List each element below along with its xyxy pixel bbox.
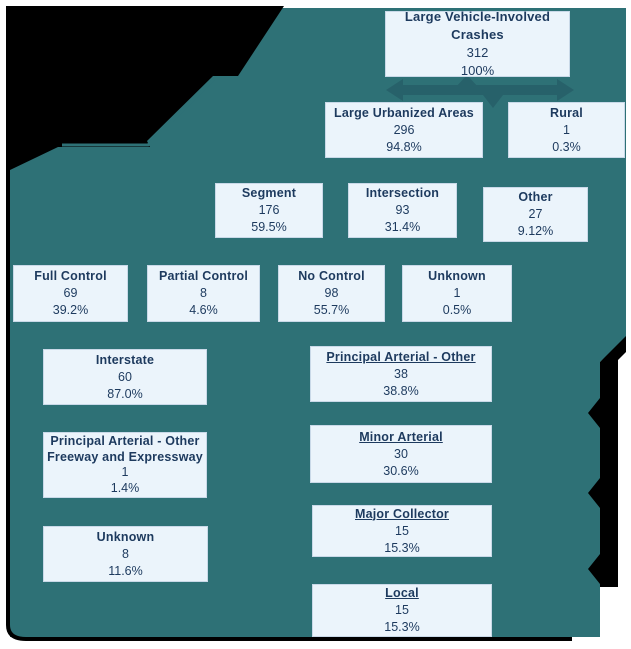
node-value: 15 bbox=[395, 603, 409, 617]
node-pct: 0.3% bbox=[552, 139, 581, 154]
node-partial-control: Partial Control 8 4.6% bbox=[147, 265, 260, 322]
node-label: Intersection bbox=[365, 186, 440, 200]
node-value: 98 bbox=[324, 286, 339, 300]
double-arrow bbox=[386, 79, 574, 101]
node-value: 15 bbox=[395, 523, 409, 538]
node-pct: 11.6% bbox=[108, 563, 143, 578]
black-right-band bbox=[588, 336, 626, 587]
node-label: Principal Arterial - Other bbox=[326, 349, 476, 364]
node-label: No Control bbox=[298, 269, 365, 283]
node-principal-arterial-other: Principal Arterial - Other 38 38.8% bbox=[310, 346, 492, 402]
node-label: Major Collector bbox=[355, 506, 449, 521]
node-pct: 55.7% bbox=[313, 303, 350, 317]
node-value: 1 bbox=[563, 122, 570, 137]
node-value: 176 bbox=[258, 203, 280, 217]
node-label: Minor Arterial bbox=[359, 429, 443, 444]
node-value: 1 bbox=[453, 286, 461, 300]
node-pct: 9.12% bbox=[517, 224, 554, 238]
node-pct: 1.4% bbox=[110, 480, 140, 495]
node-value: 1 bbox=[121, 465, 129, 479]
node-label: Principal Arterial - Other Freeway and E… bbox=[47, 434, 203, 464]
arrow-up-notch bbox=[455, 75, 479, 88]
node-value: 296 bbox=[393, 122, 415, 137]
node-large-urbanized-areas: Large Urbanized Areas 296 94.8% bbox=[325, 102, 483, 158]
node-pct: 87.0% bbox=[107, 386, 143, 401]
node-value: 38 bbox=[394, 366, 408, 381]
node-local: Local 15 15.3% bbox=[312, 584, 492, 637]
node-rural: Rural 1 0.3% bbox=[508, 102, 625, 158]
node-label: Segment bbox=[241, 186, 297, 200]
node-value: 60 bbox=[118, 369, 132, 384]
node-pct: 30.6% bbox=[383, 463, 419, 478]
node-value: 93 bbox=[395, 203, 410, 217]
black-topleft-wedge bbox=[6, 6, 284, 170]
node-pct: 4.6% bbox=[189, 303, 218, 317]
node-large-vehicle-involved-crashes: Large Vehicle-Involved Crashes 312 100% bbox=[385, 9, 570, 78]
node-label: Partial Control bbox=[158, 269, 249, 283]
node-pct: 94.8% bbox=[386, 139, 422, 154]
node-minor-arterial: Minor Arterial 30 30.6% bbox=[310, 425, 492, 483]
node-value: 69 bbox=[63, 286, 78, 300]
node-interstate: Interstate 60 87.0% bbox=[43, 349, 207, 405]
node-pct: 100% bbox=[460, 63, 495, 78]
node-value: 312 bbox=[466, 45, 489, 60]
node-label: Unknown bbox=[428, 269, 486, 283]
node-label: Full Control bbox=[34, 269, 107, 283]
wedge-seam-line bbox=[62, 77, 216, 147]
node-principal-arterial-other-freeway-and-expressway: Principal Arterial - Other Freeway and E… bbox=[43, 432, 207, 498]
node-pct: 15.3% bbox=[384, 620, 420, 634]
node-full-control: Full Control 69 39.2% bbox=[13, 265, 128, 322]
arrow-down-chevron bbox=[483, 95, 503, 108]
node-pct: 59.5% bbox=[251, 220, 287, 234]
node-pct: 15.3% bbox=[384, 540, 420, 555]
node-label: Local bbox=[385, 586, 419, 600]
node-other: Other 27 9.12% bbox=[483, 187, 588, 242]
node-major-collector: Major Collector 15 15.3% bbox=[312, 505, 492, 557]
border-line bbox=[6, 150, 572, 641]
node-no-control: No Control 98 55.7% bbox=[278, 265, 385, 322]
node-intersection: Intersection 93 31.4% bbox=[348, 183, 457, 238]
node-pct: 31.4% bbox=[384, 220, 421, 234]
node-label: Unknown bbox=[96, 529, 155, 544]
node-label: Large Vehicle-Involved Crashes bbox=[404, 9, 551, 42]
node-label: Interstate bbox=[95, 352, 155, 367]
node-label: Other bbox=[518, 190, 553, 204]
node-pct: 39.2% bbox=[52, 303, 89, 317]
node-segment: Segment 176 59.5% bbox=[215, 183, 323, 238]
node-unknown-class: Unknown 8 11.6% bbox=[43, 526, 208, 582]
node-pct: 38.8% bbox=[383, 383, 419, 398]
node-value: 30 bbox=[394, 446, 408, 461]
node-unknown-control: Unknown 1 0.5% bbox=[402, 265, 512, 322]
node-label: Large Urbanized Areas bbox=[334, 105, 474, 120]
node-value: 8 bbox=[122, 546, 129, 561]
node-pct: 0.5% bbox=[442, 303, 472, 317]
node-value: 8 bbox=[200, 286, 207, 300]
node-value: 27 bbox=[528, 207, 543, 221]
node-label: Rural bbox=[550, 105, 583, 120]
